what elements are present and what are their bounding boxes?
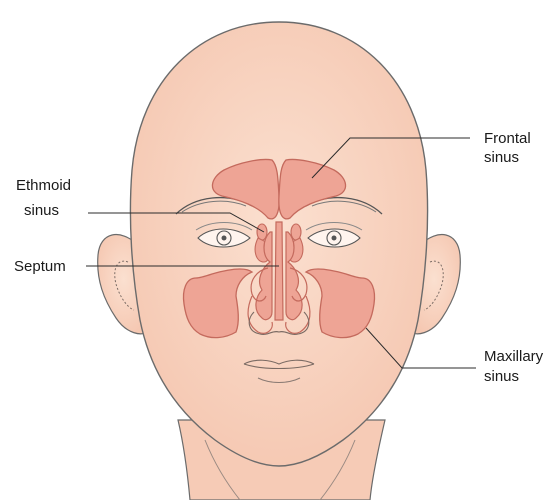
septum xyxy=(275,222,283,320)
label-maxillary: Maxillary sinus xyxy=(484,348,547,385)
label-maxillary-line1: Maxillary xyxy=(484,348,544,365)
label-septum: Septum xyxy=(14,258,66,275)
label-septum-line1: Septum xyxy=(14,258,66,275)
label-frontal-line2: sinus xyxy=(484,149,519,166)
label-ethmoid-line1: Ethmoid xyxy=(16,177,71,194)
label-frontal-line1: Frontal xyxy=(484,130,531,147)
label-ethmoid: Ethmoid sinus xyxy=(16,177,75,219)
label-ethmoid-line2: sinus xyxy=(24,202,59,219)
label-frontal: Frontal sinus xyxy=(484,130,535,166)
label-maxillary-line2: sinus xyxy=(484,368,519,385)
